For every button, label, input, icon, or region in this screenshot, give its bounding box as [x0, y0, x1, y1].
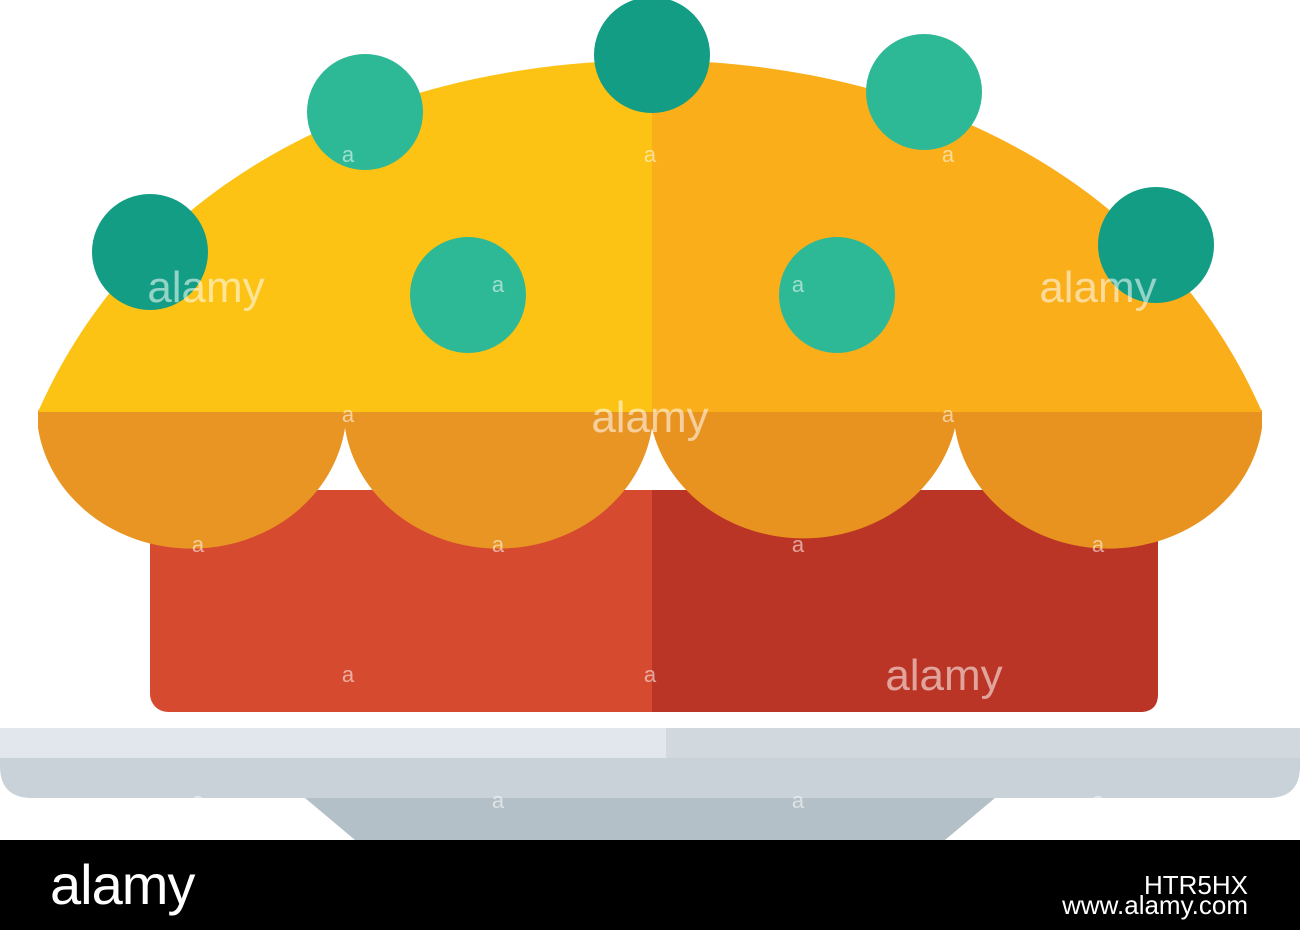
watermark-mark: a	[644, 662, 657, 687]
watermark-mark: a	[342, 662, 355, 687]
berry	[866, 34, 982, 150]
watermark-mark: a	[644, 142, 657, 167]
watermark-mark: a	[942, 402, 955, 427]
berry	[92, 194, 208, 310]
footer-url: www.alamy.com	[1062, 890, 1248, 920]
crust-scallops	[38, 410, 1262, 549]
watermark-word: alamy	[591, 393, 708, 442]
berry	[410, 237, 526, 353]
image-id: HTR5HX	[1143, 870, 1248, 900]
berry	[307, 54, 423, 170]
watermark-mark: a	[492, 788, 505, 813]
watermark-mark: a	[942, 142, 955, 167]
watermark-mark: a	[192, 788, 205, 813]
watermark-word: alamy	[885, 651, 1002, 700]
watermark-mark: a	[492, 532, 505, 557]
berry	[1098, 187, 1214, 303]
watermark-mark: a	[342, 402, 355, 427]
watermark-overlay: a a a a a a a a a a a a a a a a a alamy alamy alamy alamy	[147, 142, 1156, 813]
pie-body	[150, 490, 1158, 712]
watermark-mark: a	[1092, 532, 1105, 557]
watermark-word: alamy	[1039, 263, 1156, 312]
watermark-mark: a	[792, 272, 805, 297]
berry	[594, 0, 710, 113]
footer-logo: alamy	[50, 853, 195, 916]
pie-illustration: a a a a a a a a a a a a a a a a a alamy alamy alamy alamy	[0, 0, 1300, 840]
watermark-mark: a	[1092, 788, 1105, 813]
watermark-word: alamy	[147, 263, 264, 312]
plate-rim	[0, 728, 1300, 798]
berry	[779, 237, 895, 353]
watermark-mark: a	[192, 532, 205, 557]
footer-bar: alamy HTR5HX www.alamy.com	[0, 840, 1300, 930]
watermark-mark: a	[792, 788, 805, 813]
watermark-mark: a	[492, 272, 505, 297]
plate-base	[305, 798, 995, 840]
berries	[92, 0, 1214, 353]
watermark-mark: a	[342, 142, 355, 167]
watermark-mark: a	[792, 532, 805, 557]
